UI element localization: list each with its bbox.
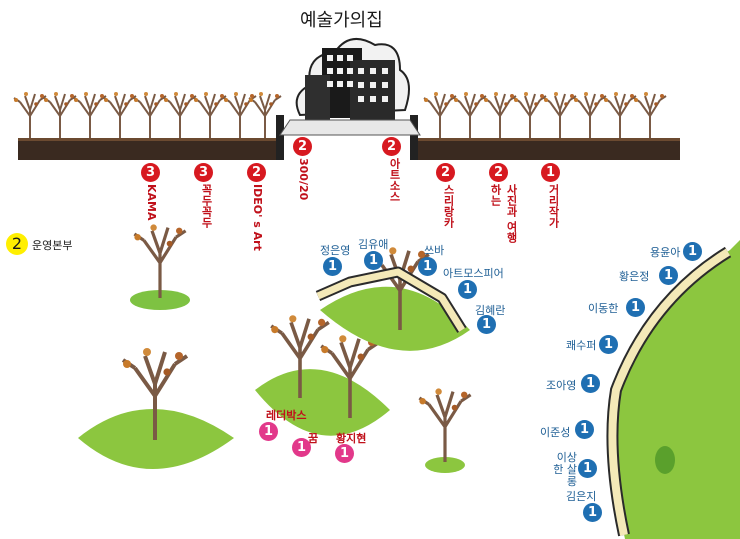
booth-label-ideo: IDEO' s Art bbox=[251, 184, 264, 251]
grass-island-small-right bbox=[417, 386, 473, 473]
booth-badge-hwang-jihyeon[interactable]: 1 bbox=[335, 444, 354, 463]
booth-badge-kim-yuae[interactable]: 1 bbox=[364, 251, 383, 270]
booth-badge-street-artist[interactable]: 1 bbox=[541, 163, 560, 182]
booth-label-jeong-eunyoung: 정은영 bbox=[320, 244, 351, 257]
booth-label-kim-yuae: 김유애 bbox=[358, 238, 389, 251]
booth-badge-artmosphere[interactable]: 1 bbox=[458, 280, 477, 299]
booth-label-street-artist: 거리작가 bbox=[547, 184, 560, 228]
booth-badge-kwae-super[interactable]: 1 bbox=[599, 335, 618, 354]
artist-house-building bbox=[279, 37, 421, 136]
booth-badge-jo-ayoung[interactable]: 1 bbox=[581, 374, 600, 393]
booth-badge-ideo[interactable]: 2 bbox=[247, 163, 266, 182]
booth-label-yong-yuna: 용윤아 bbox=[650, 246, 681, 259]
booth-label-kkokdu: 꼭두꼭두 bbox=[200, 184, 213, 228]
booth-label-lee-donghan: 이동한 bbox=[588, 302, 619, 315]
grass-island-large-left bbox=[78, 346, 234, 469]
booth-label-srilanka: 스리랑카 bbox=[442, 184, 455, 228]
booth-badge-yong-yuna[interactable]: 1 bbox=[683, 242, 702, 261]
booth-label-leatherbox: 레더박스 bbox=[266, 409, 307, 422]
booth-label-kama: KAMA bbox=[145, 184, 158, 221]
booth-badge-kkum[interactable]: 1 bbox=[292, 438, 311, 457]
booth-badge-jeong-eunyoung[interactable]: 1 bbox=[323, 257, 342, 276]
booth-badge-kim-hyeran[interactable]: 1 bbox=[477, 315, 496, 334]
booth-badge-kkokdu[interactable]: 3 bbox=[194, 163, 213, 182]
booth-badge-srilanka[interactable]: 2 bbox=[436, 163, 455, 182]
booth-label-sseuba: 쓰바 bbox=[424, 244, 445, 257]
booth-label-photo-travel: 사진과 여행하는 bbox=[489, 184, 518, 243]
booth-badge-lee-donghan[interactable]: 1 bbox=[626, 298, 645, 317]
booth-label-hwang-jihyeon: 황지현 bbox=[336, 432, 367, 445]
booth-badge-sseuba[interactable]: 1 bbox=[418, 257, 437, 276]
booth-label-lee-junseong: 이준성 bbox=[540, 426, 571, 439]
right-lawn bbox=[606, 240, 740, 539]
legend-label: 운영본부 bbox=[32, 239, 73, 252]
booth-badge-photo-travel[interactable]: 2 bbox=[489, 163, 508, 182]
legend-badge: 2 bbox=[6, 233, 28, 255]
grass-island-center bbox=[255, 313, 390, 436]
grass-island-top-center bbox=[315, 245, 470, 351]
booth-badge-lee-junseong[interactable]: 1 bbox=[575, 420, 594, 439]
booth-label-artsource: 아트소스 bbox=[388, 158, 401, 202]
booth-label-kim-eunji: 김은지 bbox=[566, 490, 597, 503]
booth-label-hwang-eunjeong: 황은정 bbox=[619, 270, 650, 283]
booth-label-30020: 300/20 bbox=[297, 158, 310, 201]
top-wall bbox=[18, 115, 680, 160]
grass-island-small-left bbox=[130, 222, 190, 310]
booth-label-kkum: 꿈 bbox=[308, 432, 319, 445]
booth-badge-strange-salon[interactable]: 1 bbox=[578, 459, 597, 478]
booth-label-strange-salon: 이상한 살롱 bbox=[553, 451, 577, 488]
page-title: 예술가의집 bbox=[300, 10, 383, 31]
booth-label-kwae-super: 쾌수퍼 bbox=[566, 339, 597, 352]
booth-badge-leatherbox[interactable]: 1 bbox=[259, 422, 278, 441]
booth-badge-kama[interactable]: 3 bbox=[141, 163, 160, 182]
booth-label-kim-hyeran: 김혜란 bbox=[475, 304, 506, 317]
booth-badge-artsource[interactable]: 2 bbox=[382, 137, 401, 156]
booth-badge-kim-eunji[interactable]: 1 bbox=[583, 503, 602, 522]
booth-label-artmosphere: 아트모스피어 bbox=[443, 267, 504, 280]
booth-badge-hwang-eunjeong[interactable]: 1 bbox=[659, 266, 678, 285]
booth-badge-30020[interactable]: 2 bbox=[293, 137, 312, 156]
booth-label-jo-ayoung: 조아영 bbox=[546, 379, 577, 392]
